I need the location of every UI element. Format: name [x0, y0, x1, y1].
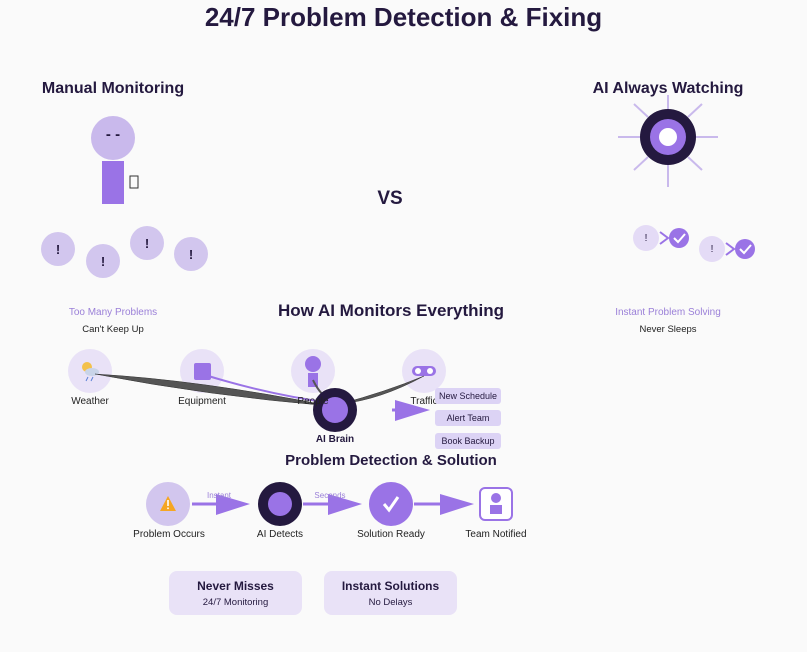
benefit-card-title: Instant Solutions: [341, 579, 440, 593]
flow-heading: Problem Detection & Solution: [285, 452, 497, 469]
ai-label: Instant Problem Solving: [615, 307, 721, 318]
team-member-icon: [490, 493, 502, 514]
alert-bubble-3: !: [130, 226, 164, 260]
manual-sublabel: Can't Keep Up: [82, 324, 144, 335]
alert-bubble-1: !: [41, 232, 75, 266]
ai-sublabel: Never Sleeps: [639, 324, 697, 335]
vs-label: VS: [377, 188, 403, 209]
source-label-traffic: Traffic: [410, 396, 438, 407]
benefit-card-instant-solutions: Instant Solutions No Delays: [324, 571, 457, 615]
ai-brain-label: AI Brain: [315, 434, 355, 445]
source-label-equipment: Equipment: [178, 396, 226, 407]
benefit-card-title: Never Misses: [197, 579, 274, 593]
clipboard-icon: [129, 175, 139, 189]
flow-arrow-3-head: [440, 494, 474, 515]
flow-arrow-2-head: [328, 494, 362, 515]
action-book-backup: Book Backup: [435, 433, 501, 449]
ai-alert-mark-2: !: [710, 244, 714, 255]
stage-label-solution-ready: Solution Ready: [357, 529, 425, 540]
check-icon: [382, 496, 400, 513]
brain-to-actions-arrow-head: [395, 400, 430, 421]
ai-watching-heading: AI Always Watching: [592, 80, 744, 97]
instant-solve-pair-1: [633, 225, 689, 251]
action-alert-team: Alert Team: [435, 410, 501, 426]
alert-bubble-4: !: [174, 237, 208, 271]
team-notified-node: [479, 487, 513, 521]
person-body: [102, 161, 124, 204]
monitor-heading: How AI Monitors Everything: [277, 301, 505, 320]
sleepy-eyes: - -: [105, 126, 121, 143]
warning-icon: [160, 496, 176, 511]
ai-eye-icon: [618, 95, 718, 187]
manual-label: Too Many Problems: [68, 307, 158, 318]
flow-arrow-label-instant: Instant: [206, 491, 231, 500]
alert-bubble-2: !: [86, 244, 120, 278]
flow-arrow-1-head: [216, 494, 250, 515]
equipment-icon: [194, 363, 211, 380]
ai-brain-core: [322, 397, 348, 423]
source-label-people: People: [297, 396, 329, 407]
alert-mark: !: [100, 253, 106, 269]
benefit-card-never-misses: Never Misses 24/7 Monitoring: [169, 571, 302, 615]
ai-alert-mark-1: !: [644, 233, 648, 244]
instant-solve-pair-2: [699, 236, 755, 262]
person-head: [91, 116, 135, 160]
stage-label-ai-detects: AI Detects: [256, 529, 304, 540]
alert-mark: !: [144, 235, 150, 251]
alert-mark: !: [188, 246, 194, 262]
alert-mark: !: [55, 241, 61, 257]
traffic-icon: [412, 366, 436, 376]
stage-label-problem-occurs: Problem Occurs: [133, 529, 205, 540]
ai-detects-core: [268, 492, 292, 516]
flow-arrow-label-seconds: Seconds: [314, 491, 346, 500]
action-new-schedule: New Schedule: [435, 388, 501, 404]
stage-label-team-notified: Team Notified: [465, 529, 527, 540]
page-title: 24/7 Problem Detection & Fixing: [204, 2, 603, 32]
manual-monitoring-heading: Manual Monitoring: [41, 80, 185, 97]
solution-ready-node: [369, 482, 413, 526]
benefit-card-sub: 24/7 Monitoring: [202, 597, 269, 608]
benefit-card-sub: No Delays: [368, 597, 413, 608]
source-label-weather: Weather: [71, 396, 109, 407]
